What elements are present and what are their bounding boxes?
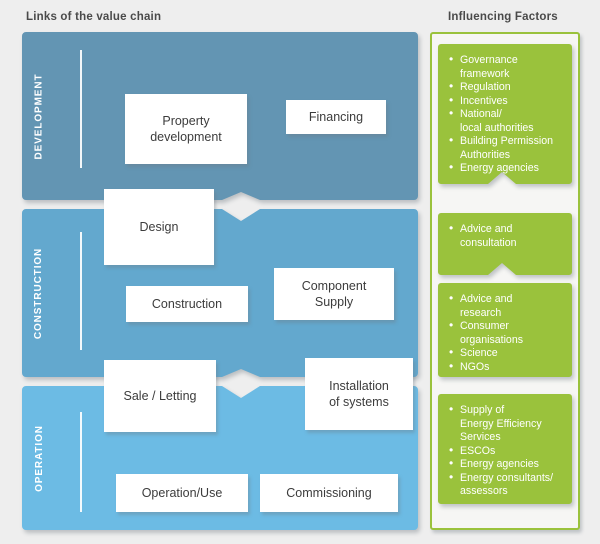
factor-card-sale[interactable]: Advice and research Consumer organisatio… [438, 283, 572, 377]
factor-item: Building Permission Authorities [448, 134, 564, 162]
stage-rule-construction [80, 232, 82, 350]
factor-item: Energy agencies [448, 457, 564, 472]
link-box-property-development[interactable]: Property development [125, 94, 247, 164]
link-box-installation-of-systems[interactable]: Installation of systems [305, 358, 413, 430]
heading-links-of-the-value-chain: Links of the value chain [26, 11, 162, 23]
factor-card-development[interactable]: Governance framework Regulation Incentiv… [438, 44, 572, 184]
link-box-financing[interactable]: Financing [286, 100, 386, 134]
factor-item: Supply of Energy Efficiency Services [448, 403, 564, 445]
factor-item: ESCOs [448, 444, 564, 459]
factor-item: Energy agencies [448, 161, 564, 176]
value-chain-column: DEVELOPMENT CONSTRUCTION OPERATION [22, 32, 418, 530]
factor-card-construction[interactable]: Advice and consultation [438, 213, 572, 275]
link-box-component-supply[interactable]: Component Supply [274, 268, 394, 320]
factor-item: Advice and consultation [448, 222, 564, 250]
factor-item: Science [448, 346, 564, 361]
stage-rule-development [80, 50, 82, 168]
factor-card-operation[interactable]: Supply of Energy Efficiency Services ESC… [438, 394, 572, 504]
factor-item: Governance framework [448, 53, 564, 81]
factor-card-operation-body: Supply of Energy Efficiency Services ESC… [438, 394, 572, 509]
link-box-design[interactable]: Design [104, 189, 214, 265]
factor-item: Regulation [448, 80, 564, 95]
factor-item: National/ local authorities [448, 107, 564, 135]
link-box-sale-letting[interactable]: Sale / Letting [104, 360, 216, 432]
factor-item: Incentives [448, 94, 564, 109]
factor-item: Consumer organisations [448, 319, 564, 347]
factor-card-development-body: Governance framework Regulation Incentiv… [438, 44, 572, 186]
link-box-commissioning[interactable]: Commissioning [260, 474, 398, 512]
factor-item: Energy consultants/ assessors [448, 471, 564, 499]
factor-card-sale-body: Advice and research Consumer organisatio… [438, 283, 572, 384]
factor-card-construction-body: Advice and consultation [438, 213, 572, 260]
factor-list-operation: Supply of Energy Efficiency Services ESC… [448, 403, 564, 499]
factor-item: NGOs [448, 360, 564, 375]
factor-list-development: Governance framework Regulation Incentiv… [448, 53, 564, 176]
stage-rule-operation [80, 412, 82, 512]
factor-item: Advice and research [448, 292, 564, 320]
link-box-operation-use[interactable]: Operation/Use [116, 474, 248, 512]
link-box-construction[interactable]: Construction [126, 286, 248, 322]
factor-list-construction: Advice and consultation [448, 222, 564, 250]
factor-list-sale: Advice and research Consumer organisatio… [448, 292, 564, 375]
heading-influencing-factors: Influencing Factors [448, 11, 558, 23]
